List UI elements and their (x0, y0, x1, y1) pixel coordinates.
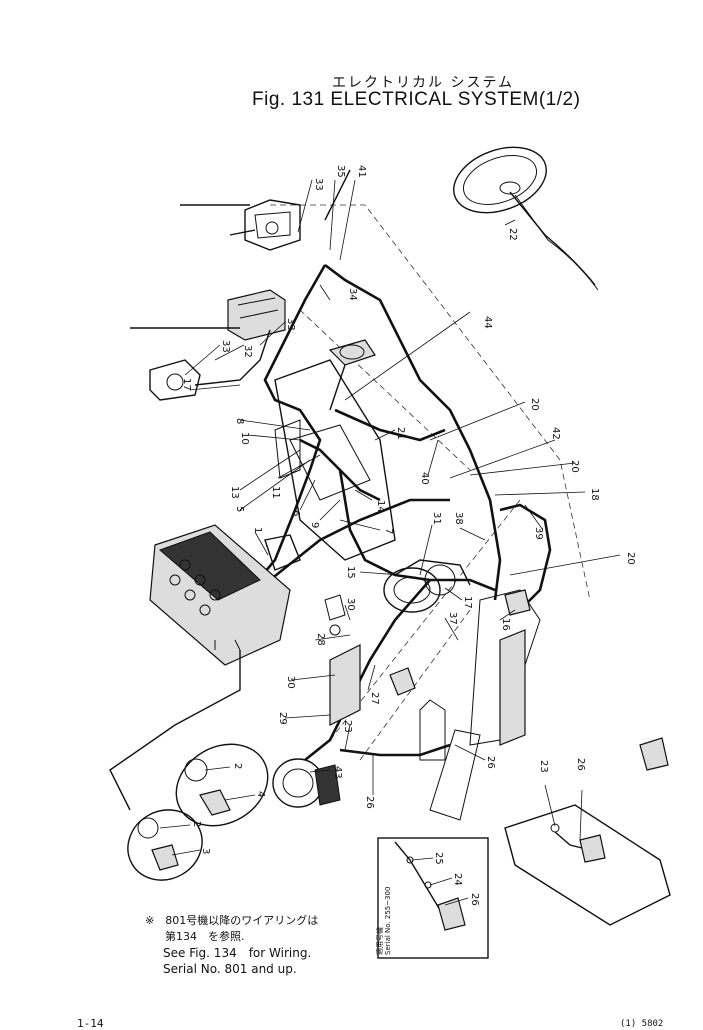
callout-22: 22 (507, 228, 518, 241)
callout-35: 35 (335, 165, 346, 178)
tail-lamp (149, 329, 271, 401)
inset-serial-label-jp: 適用号機 (375, 927, 384, 955)
callout-5: 5 (234, 506, 245, 512)
generator (383, 559, 471, 613)
diagram-title: Fig. 131 ELECTRICAL SYSTEM(1/2) (252, 89, 581, 110)
harness-dash (499, 503, 552, 611)
callout-21: 21 (395, 427, 406, 440)
callout-4: 4 (255, 791, 266, 797)
callout-9: 9 (309, 522, 320, 528)
callout-42: 42 (550, 427, 561, 440)
callout-29: 29 (277, 712, 288, 725)
callout-3: 3 (200, 848, 211, 854)
callout-8: 8 (234, 418, 245, 424)
rear-lamp-assembly-middle (130, 289, 286, 341)
small-tag (639, 737, 669, 771)
callout-17a: 17 (181, 378, 192, 391)
callout-20b: 20 (569, 460, 580, 473)
callout-30b: 30 (285, 676, 296, 689)
callout-26d: 26 (469, 893, 480, 906)
callout-40: 40 (419, 472, 430, 485)
callout-44: 44 (482, 316, 493, 329)
callout-20a: 20 (529, 398, 540, 411)
inset-serial-label: Serial No. 255~300 (384, 887, 392, 955)
chassis-outline-top (270, 204, 591, 601)
callout-37: 37 (447, 612, 458, 625)
callout-7: 7 (383, 528, 394, 534)
steering-wheel (453, 146, 599, 291)
frame-members (329, 589, 541, 821)
callout-14: 14 (375, 500, 386, 513)
callout-25: 25 (433, 852, 444, 865)
callout-28: 28 (315, 633, 326, 646)
callout-2a: 2 (232, 763, 243, 769)
callout-numbers: 33 35 41 22 34 44 33 32 33 17 8 10 13 11… (181, 165, 636, 906)
chassis-outline-lower2 (359, 609, 471, 761)
fuel-tank (504, 804, 671, 926)
callout-6: 6 (290, 510, 301, 516)
note-line-3: See Fig. 134 for Wiring. (163, 946, 312, 960)
callout-20c: 20 (625, 552, 636, 565)
callout-leaders (159, 179, 621, 906)
horn (272, 758, 341, 808)
callout-33b: 33 (285, 318, 296, 331)
callout-39: 39 (533, 527, 544, 540)
page-number: 1-14 (77, 1017, 104, 1030)
switch-panel (274, 359, 396, 561)
rear-lamp-assembly-top (180, 199, 301, 251)
note-line-2: 第134 を参照. (165, 930, 245, 943)
head-lamp-lower (127, 809, 203, 881)
page-code: (1) 5802 (620, 1019, 664, 1029)
callout-27: 27 (369, 692, 380, 705)
wiring-note: ※ 801号機以降のワイアリングは 第134 を参照. See Fig. 134… (145, 913, 318, 977)
note-line-4: Serial No. 801 and up. (163, 962, 297, 976)
callout-41: 41 (356, 165, 367, 178)
chassis-outline-mid (299, 309, 471, 471)
flasher (504, 589, 531, 616)
callout-33a: 33 (313, 178, 324, 191)
harness-horn (339, 743, 451, 757)
fender-panel (419, 699, 446, 761)
callout-24: 24 (452, 873, 463, 886)
callout-33c: 33 (220, 340, 231, 353)
callout-17b: 17 (462, 596, 473, 609)
callout-26b: 26 (485, 756, 496, 769)
callout-18: 18 (589, 488, 600, 501)
callout-38: 38 (453, 512, 464, 525)
callout-16: 16 (500, 618, 511, 631)
callout-23b: 23 (538, 760, 549, 773)
callout-30a: 30 (345, 598, 356, 611)
callout-26c: 26 (575, 758, 586, 771)
callout-2b: 2 (191, 821, 202, 827)
diagram-title-japanese: エレクトリカル システム (332, 75, 515, 91)
note-line-1: ※ 801号機以降のワイアリングは (145, 914, 319, 927)
harness-cross (334, 408, 446, 442)
headlamp-lead (109, 650, 241, 811)
callout-31: 31 (431, 512, 442, 525)
callout-15: 15 (345, 566, 356, 579)
callout-34: 34 (347, 288, 358, 301)
callout-26a: 26 (364, 796, 375, 809)
callout-32: 32 (242, 345, 253, 358)
callout-10: 10 (239, 432, 250, 445)
ignition-coil (328, 339, 376, 411)
harness-upper-lead (324, 169, 351, 221)
harness-battery (269, 498, 450, 582)
harness-front (304, 579, 431, 762)
main-harness-right (324, 263, 502, 601)
battery (149, 524, 301, 666)
fuel-sender (389, 667, 416, 696)
callout-43: 43 (332, 766, 343, 779)
callout-23a: 23 (342, 720, 353, 733)
callout-13: 13 (229, 486, 240, 499)
main-harness-left (224, 264, 327, 616)
stop-switch (324, 594, 346, 636)
callout-11: 11 (270, 486, 281, 499)
head-lamp-upper (175, 743, 269, 827)
callout-1: 1 (252, 527, 263, 533)
chassis-outline-lower (329, 499, 521, 741)
